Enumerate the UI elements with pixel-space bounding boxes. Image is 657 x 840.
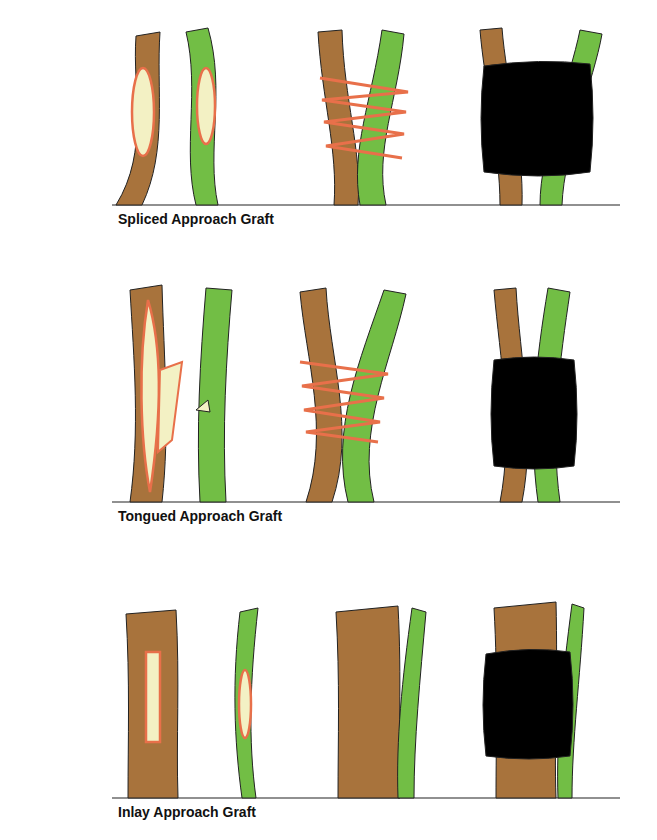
graft-caption: Inlay Approach Graft — [118, 804, 256, 820]
inlay-graft-drawing — [126, 602, 584, 798]
graft-caption: Tongued Approach Graft — [118, 508, 282, 524]
spliced-graft-drawing — [116, 28, 602, 205]
graft-caption: Spliced Approach Graft — [118, 211, 274, 227]
ground-lines — [112, 205, 620, 798]
tongued-graft-drawing — [130, 285, 577, 502]
